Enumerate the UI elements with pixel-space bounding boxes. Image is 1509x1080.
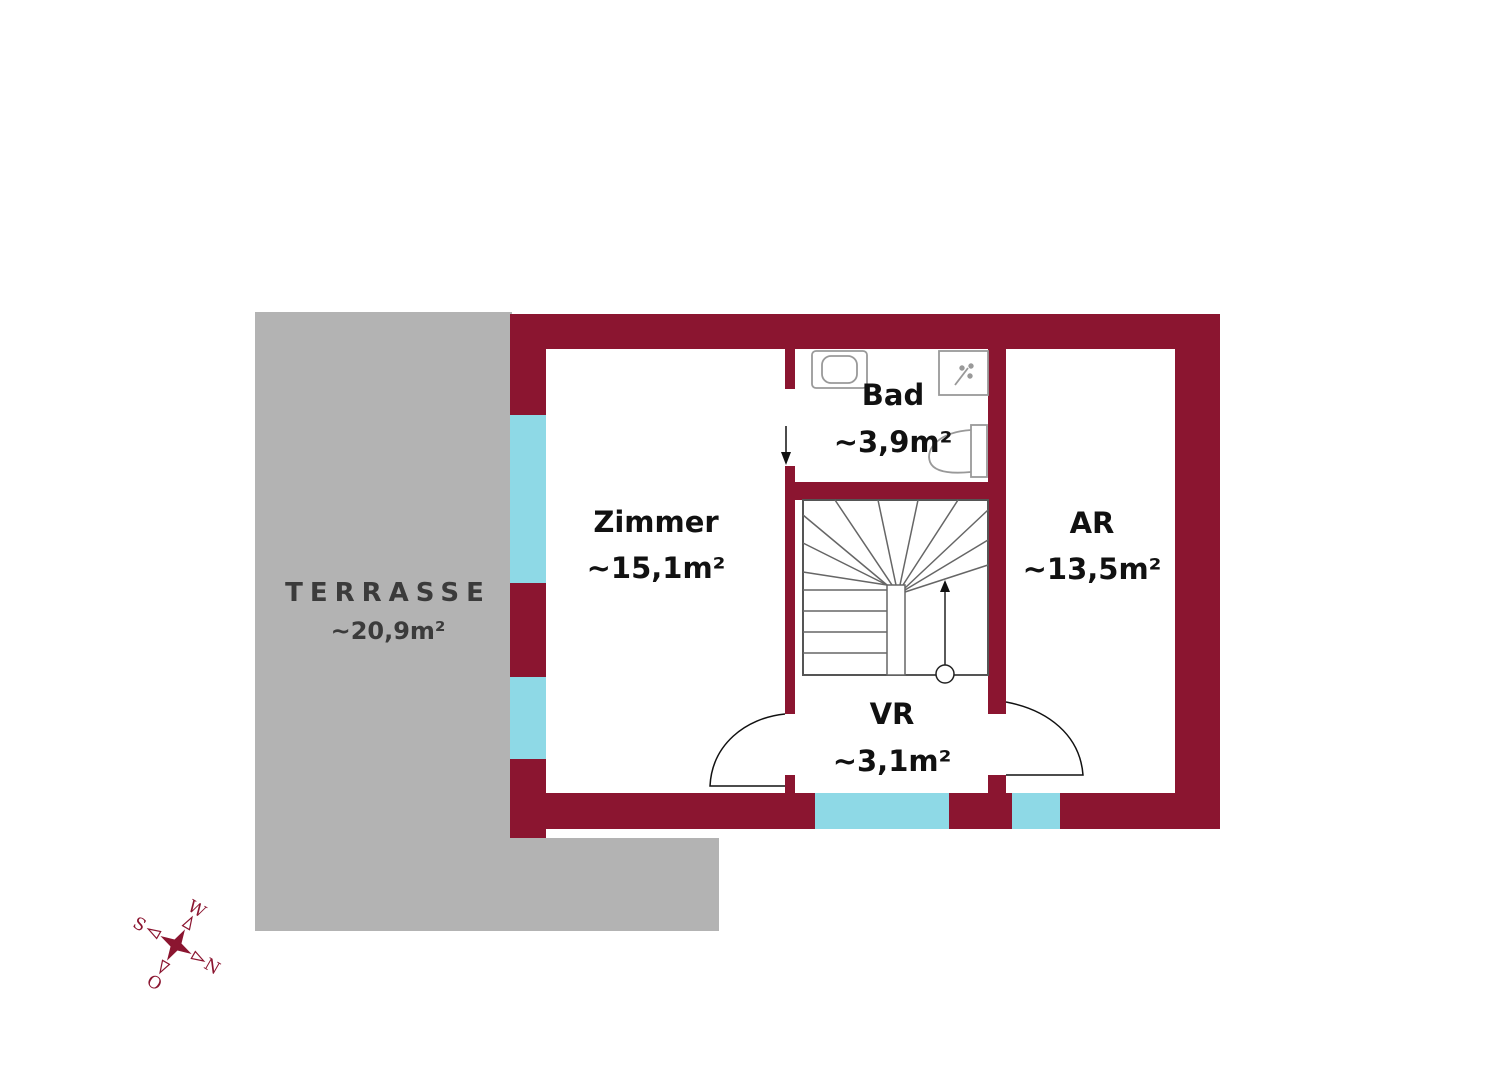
interior-walls bbox=[785, 349, 1006, 793]
stair-direction-arrow-icon bbox=[935, 580, 955, 684]
washbasin-icon bbox=[811, 350, 868, 389]
window-south-2 bbox=[1012, 793, 1060, 829]
windows bbox=[510, 415, 1060, 829]
compass-east: O bbox=[143, 971, 165, 995]
toilet-icon bbox=[928, 424, 988, 478]
ar-name: AR bbox=[1070, 506, 1115, 540]
zimmer-area: ~15,1m² bbox=[587, 551, 726, 585]
door-swing-left bbox=[709, 713, 786, 787]
terrace-area-label: ~20,9m² bbox=[331, 617, 446, 645]
shower-icon bbox=[938, 350, 989, 396]
vr-name: VR bbox=[870, 697, 915, 731]
terrace-area bbox=[255, 312, 719, 931]
door-swing-right bbox=[1005, 701, 1084, 776]
compass-north: N bbox=[200, 954, 223, 979]
compass-west: W bbox=[184, 896, 210, 922]
door-arrow-icon bbox=[781, 426, 791, 465]
window-south-1 bbox=[815, 793, 949, 829]
staircase bbox=[802, 499, 989, 676]
window-west-2 bbox=[510, 677, 546, 759]
bad-name: Bad bbox=[862, 378, 924, 412]
compass-south: S bbox=[129, 913, 149, 936]
window-west-1 bbox=[510, 415, 546, 583]
vr-area: ~3,1m² bbox=[833, 744, 952, 778]
compass-rose-icon: W N O S bbox=[129, 896, 223, 995]
bad-area: ~3,9m² bbox=[834, 425, 953, 459]
terrace-name: TERRASSE bbox=[285, 578, 491, 608]
ar-area: ~13,5m² bbox=[1023, 552, 1162, 586]
zimmer-name: Zimmer bbox=[593, 505, 719, 539]
